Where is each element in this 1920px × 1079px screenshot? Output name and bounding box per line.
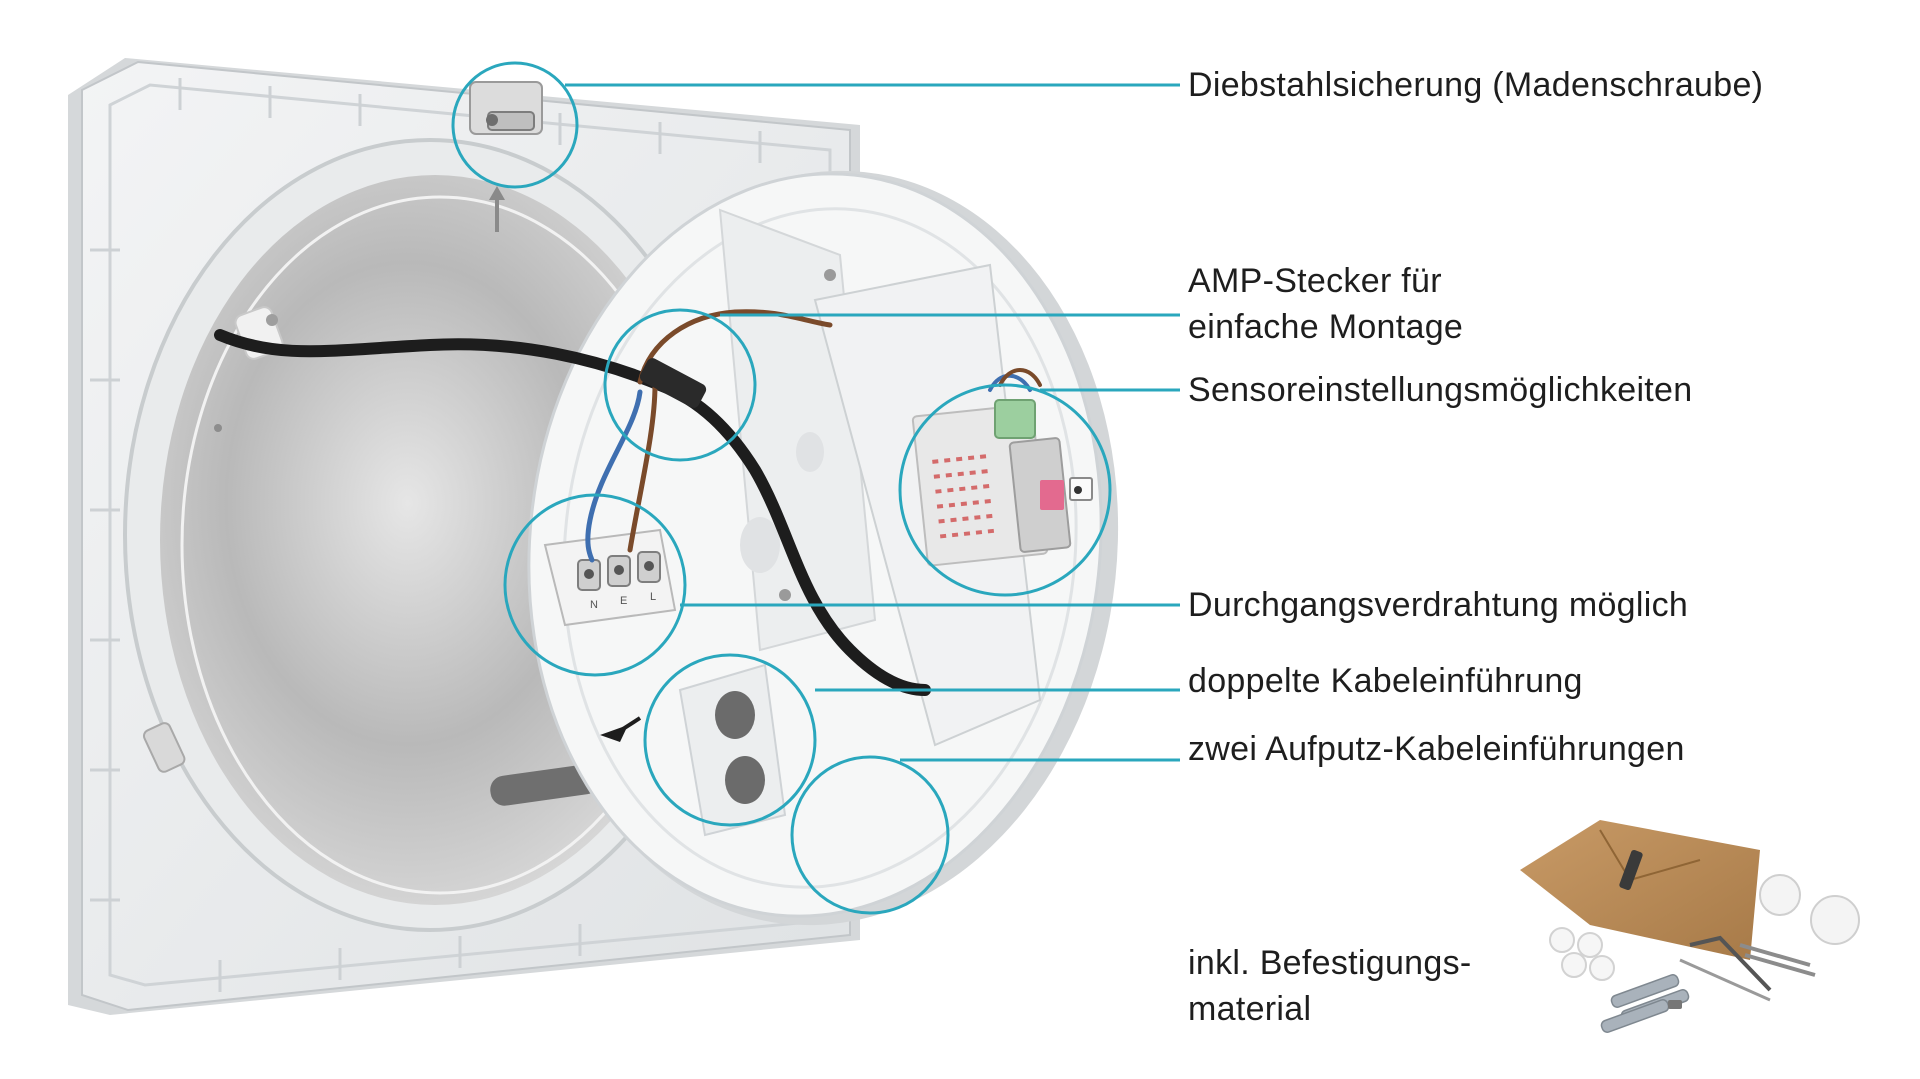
grub-screw xyxy=(469,81,543,135)
callout-circle-sensor xyxy=(898,383,1112,597)
terminal-block: N E L xyxy=(543,528,677,627)
label-theft-protection: Diebstahlsicherung (Madenschraube) xyxy=(1188,66,1764,104)
label-sensor-settings: Sensoreinstellungsmöglichkeiten xyxy=(1188,371,1693,409)
label-mounting-material: inkl. Befestigungs- material xyxy=(1188,940,1472,1032)
round-base-plate xyxy=(527,170,1119,926)
terminal-mark-e: E xyxy=(620,595,627,607)
callout-circle-terminal xyxy=(503,493,687,677)
callout-circle-surface-entry xyxy=(790,755,950,915)
terminal-mark-l: L xyxy=(650,591,656,603)
terminal-mark-n: N xyxy=(590,599,598,611)
label-amp-connector-line1: AMP-Stecker für xyxy=(1188,262,1442,300)
label-amp-connector-line2: einfache Montage xyxy=(1188,308,1464,346)
label-mounting-material-line1: inkl. Befestigungs- xyxy=(1188,944,1472,982)
cable-entry-holes xyxy=(600,663,787,837)
label-double-cable-entry: doppelte Kabeleinführung xyxy=(1188,662,1583,700)
callout-circle-cable-entry xyxy=(643,653,817,827)
amp-connector xyxy=(639,358,707,408)
callout-circle-amp-connector xyxy=(603,308,757,462)
sensor-module xyxy=(911,399,1093,567)
mounting-material xyxy=(1520,820,1860,1033)
label-surface-cable-entries: zwei Aufputz-Kabeleinführungen xyxy=(1188,730,1685,768)
label-through-wiring: Durchgangsverdrahtung möglich xyxy=(1188,586,1689,624)
label-amp-connector: AMP-Stecker für einfache Montage xyxy=(1188,258,1463,350)
callout-circle-grub-screw xyxy=(451,61,579,189)
label-mounting-material-line2: material xyxy=(1188,990,1312,1028)
callout-markers xyxy=(451,61,1180,915)
